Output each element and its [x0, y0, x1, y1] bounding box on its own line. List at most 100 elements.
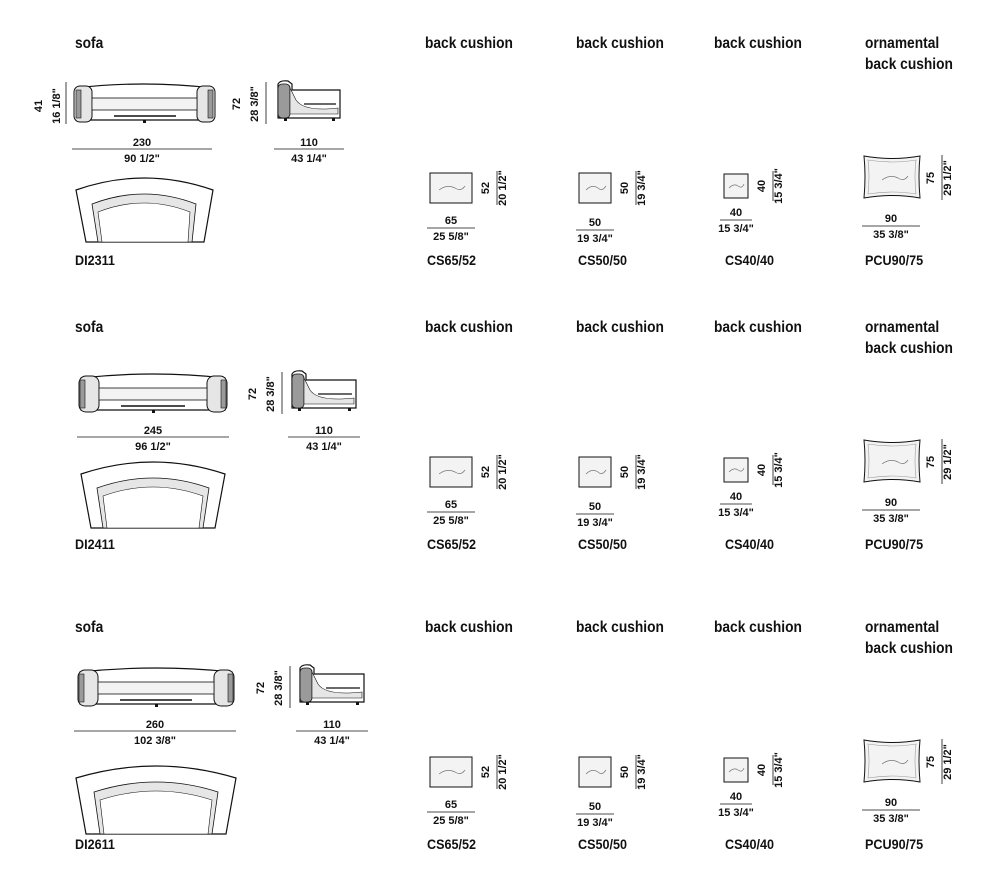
width-dimension: 260 102 3/8"	[74, 719, 236, 747]
cs65-w-in: 25 5/8"	[433, 515, 469, 527]
sofa-side-view	[299, 664, 365, 705]
sofa-code: DI2411	[75, 536, 115, 552]
cushion-code-cs40-40: CS40/40	[725, 836, 775, 852]
cs50-w-in: 19 3/4"	[577, 517, 613, 529]
cs50-h-cm: 50	[619, 466, 631, 478]
product-row-di2411: sofa 245 96 1/2" 72 28 3/8" 110 43 1/4"	[0, 284, 1000, 574]
width-cm-label: 260	[146, 719, 164, 731]
pcu-h-in: 29 1/2"	[942, 744, 954, 780]
cs65-h-cm: 52	[480, 466, 492, 478]
side-height-cm-label: 72	[231, 98, 243, 110]
cs50-w-in: 19 3/4"	[577, 233, 613, 245]
cs65-h-in: 20 1/2"	[497, 170, 509, 206]
cs50-h-cm: 50	[619, 766, 631, 778]
cs50-h-cm: 50	[619, 182, 631, 194]
depth-dimension: 110 43 1/4"	[296, 719, 368, 747]
pcu-h-cm: 75	[925, 456, 937, 468]
cushion-code-cs40-40: CS40/40	[725, 252, 775, 268]
sofa-heading: sofa	[75, 619, 104, 636]
depth-cm-label: 110	[300, 137, 318, 149]
front-height-dimension: 41 16 1/8"	[33, 82, 67, 124]
cs40-w-in: 15 3/4"	[718, 223, 754, 235]
cs40-h-cm: 40	[756, 764, 768, 776]
cushion-heading-cs40-40: back cushion	[714, 319, 802, 336]
cs65-w-in: 25 5/8"	[433, 231, 469, 243]
side-height-in-label: 28 3/8"	[265, 376, 277, 412]
cs50-w-in: 19 3/4"	[577, 817, 613, 829]
cs65-h-cm: 52	[480, 766, 492, 778]
side-height-dimension: 72 28 3/8"	[255, 666, 291, 708]
product-row-di2311: sofa 41 16 1/8" 230 90 1/2" 72 28 3/8" 1…	[0, 0, 1000, 290]
pcu-w-cm: 90	[885, 797, 897, 809]
cs40-h-cm: 40	[756, 464, 768, 476]
cs50-h-in: 19 3/4"	[636, 454, 648, 490]
cs65-w-cm: 65	[445, 499, 457, 511]
cs50-w-cm: 50	[589, 217, 601, 229]
width-cm-label: 245	[144, 425, 162, 437]
cushion-heading-cs50-50: back cushion	[576, 35, 664, 52]
sofa-top-view	[80, 461, 226, 529]
sofa-code: DI2611	[75, 836, 115, 852]
cs40-h-in: 15 3/4"	[773, 752, 785, 788]
cushion-code-pcu90-75: PCU90/75	[865, 252, 924, 268]
cushion-cs65-52-drawing: 52 20 1/2" 65 25 5/8"	[427, 754, 509, 827]
cs65-h-in: 20 1/2"	[497, 454, 509, 490]
sofa-code: DI2311	[75, 252, 115, 268]
height-cm-label: 41	[33, 100, 45, 112]
cushion-code-cs40-40: CS40/40	[725, 536, 775, 552]
cushion-code-cs50-50: CS50/50	[578, 836, 628, 852]
cs65-w-in: 25 5/8"	[433, 815, 469, 827]
cushion-heading-cs65-52: back cushion	[425, 619, 513, 636]
cushion-cs50-50-drawing: 50 19 3/4" 50 19 3/4"	[576, 754, 648, 829]
cushion-code-cs65-52: CS65/52	[427, 252, 477, 268]
side-height-dimension: 72 28 3/8"	[247, 372, 283, 414]
cushion-heading-cs40-40: back cushion	[714, 35, 802, 52]
depth-dimension: 110 43 1/4"	[274, 137, 344, 165]
width-in-label: 96 1/2"	[135, 441, 171, 453]
depth-cm-label: 110	[315, 425, 333, 437]
depth-cm-label: 110	[323, 719, 341, 731]
sofa-top-view	[75, 765, 237, 835]
pcu-w-in: 35 3/8"	[873, 513, 909, 525]
cs50-w-cm: 50	[589, 501, 601, 513]
depth-dimension: 110 43 1/4"	[288, 425, 360, 453]
cushion-pcu90-75-drawing: 75 29 1/2" 90 35 3/8"	[862, 739, 954, 825]
pcu-h-in: 29 1/2"	[942, 160, 954, 196]
cushion-pcu90-75-drawing: 75 29 1/2" 90 35 3/8"	[862, 155, 954, 241]
depth-in-label: 43 1/4"	[291, 153, 327, 165]
cs65-h-cm: 52	[480, 182, 492, 194]
cs40-w-cm: 40	[730, 791, 742, 803]
width-in-label: 102 3/8"	[134, 735, 176, 747]
sofa-top-view	[75, 177, 214, 243]
side-height-cm-label: 72	[247, 388, 259, 400]
height-in-label: 16 1/8"	[51, 88, 63, 124]
cs40-h-in: 15 3/4"	[773, 452, 785, 488]
depth-in-label: 43 1/4"	[314, 735, 350, 747]
cushion-cs50-50-drawing: 50 19 3/4" 50 19 3/4"	[576, 170, 648, 245]
cs40-w-cm: 40	[730, 207, 742, 219]
cushion-cs65-52-drawing: 52 20 1/2" 65 25 5/8"	[427, 454, 509, 527]
pcu-w-in: 35 3/8"	[873, 813, 909, 825]
cushion-heading-cs50-50: back cushion	[576, 319, 664, 336]
sofa-heading: sofa	[75, 319, 104, 336]
sofa-side-view	[291, 370, 357, 411]
cs65-h-in: 20 1/2"	[497, 754, 509, 790]
cushion-cs40-40-drawing: 40 15 3/4" 40 15 3/4"	[718, 168, 785, 235]
width-dimension: 230 90 1/2"	[72, 137, 212, 165]
cs40-h-cm: 40	[756, 180, 768, 192]
cs50-w-cm: 50	[589, 801, 601, 813]
cushion-heading-cs65-52: back cushion	[425, 35, 513, 52]
width-cm-label: 230	[133, 137, 151, 149]
cushion-pcu90-75-drawing: 75 29 1/2" 90 35 3/8"	[862, 439, 954, 525]
cs40-w-in: 15 3/4"	[718, 807, 754, 819]
cushion-code-pcu90-75: PCU90/75	[865, 836, 924, 852]
cushion-code-cs65-52: CS65/52	[427, 536, 477, 552]
pcu-h-cm: 75	[925, 756, 937, 768]
cs65-w-cm: 65	[445, 799, 457, 811]
cushion-code-cs65-52: CS65/52	[427, 836, 477, 852]
width-dimension: 245 96 1/2"	[77, 425, 229, 453]
sofa-front-view	[73, 83, 216, 123]
